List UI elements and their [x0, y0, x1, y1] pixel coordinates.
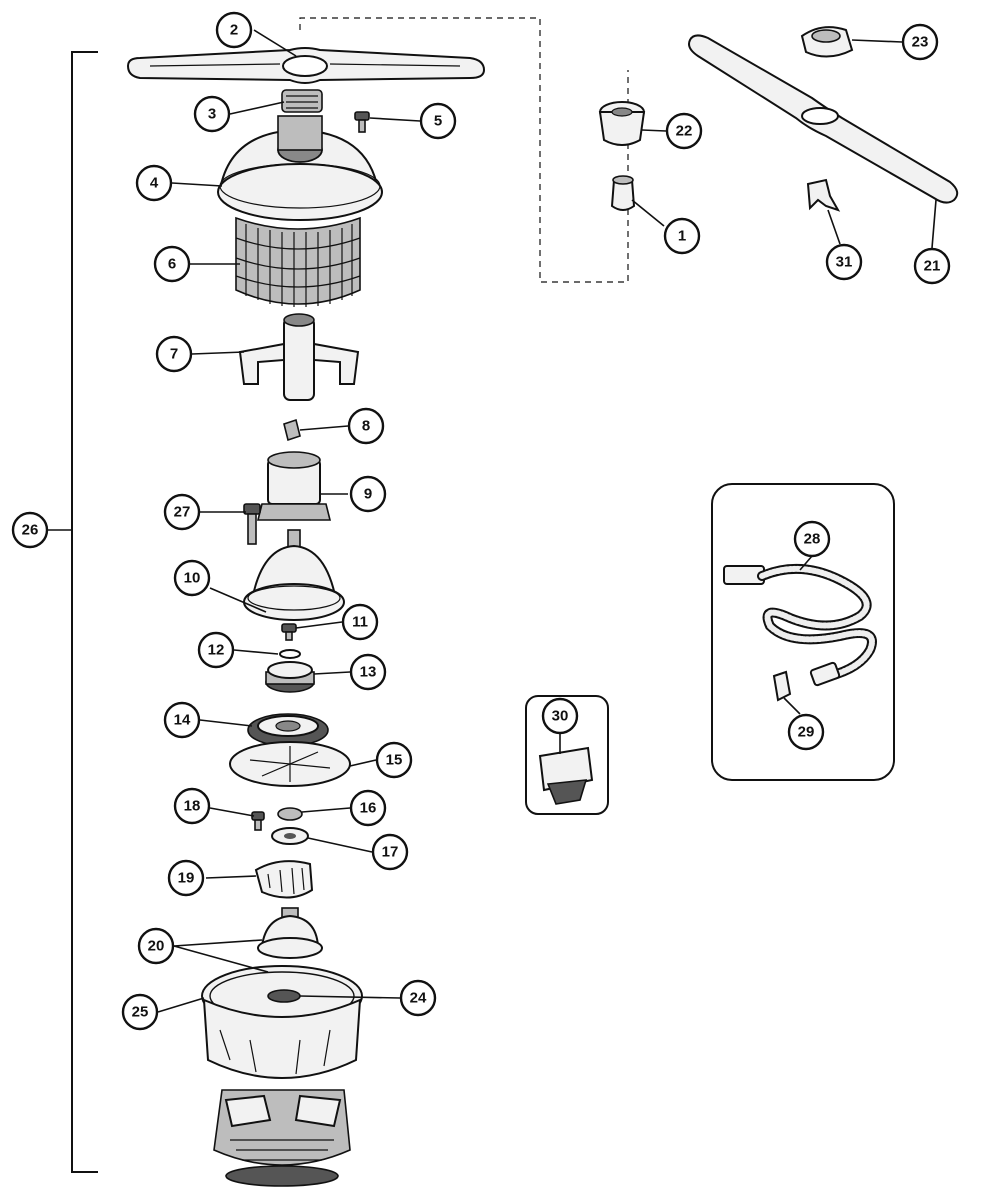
switch-inset	[525, 695, 609, 815]
callout-label: 23	[912, 34, 929, 51]
leader-lines	[157, 29, 937, 1013]
callout-27: 27	[163, 493, 201, 531]
callout-label: 4	[150, 175, 159, 192]
callout-label: 2	[230, 22, 238, 39]
callout-label: 14	[174, 712, 191, 729]
callout-23: 23	[901, 23, 939, 61]
callout-9: 9	[349, 475, 387, 513]
callout-21: 21	[913, 247, 951, 285]
callout-label: 5	[434, 113, 442, 130]
hose-inset	[711, 483, 895, 781]
callout-20: 20	[137, 927, 175, 965]
callout-label: 21	[924, 258, 941, 275]
callout-30: 30	[541, 697, 579, 735]
callout-1: 1	[663, 217, 701, 255]
callout-16: 16	[349, 789, 387, 827]
callout-label: 28	[804, 531, 821, 548]
callout-24: 24	[399, 979, 437, 1017]
callout-label: 1	[678, 228, 686, 245]
callout-5: 5	[419, 102, 457, 140]
callout-12: 12	[197, 631, 235, 669]
callout-label: 19	[178, 870, 195, 887]
callout-label: 15	[386, 752, 403, 769]
callout-6: 6	[153, 245, 191, 283]
callout-3: 3	[193, 95, 231, 133]
bushing-16	[277, 807, 303, 821]
drain-hose	[723, 563, 877, 687]
callout-label: 11	[352, 614, 368, 631]
callout-label: 17	[382, 844, 399, 861]
screw-5	[354, 111, 370, 133]
motor	[213, 1089, 351, 1187]
callout-7: 7	[155, 335, 193, 373]
nozzle-1	[610, 175, 636, 211]
callout-label: 27	[174, 504, 191, 521]
pump-plate	[229, 741, 351, 787]
callout-label: 22	[676, 123, 693, 140]
callout-26: 26	[11, 511, 49, 549]
lower-spray-arm	[126, 47, 486, 84]
callout-label: 24	[410, 990, 427, 1007]
motor-housing	[243, 529, 345, 621]
callout-25: 25	[121, 993, 159, 1031]
callout-2: 2	[215, 11, 253, 49]
callout-14: 14	[163, 701, 201, 739]
impeller-13	[265, 661, 315, 693]
callout-label: 6	[168, 256, 176, 273]
o-ring-12	[279, 649, 301, 659]
sump-assembly	[201, 965, 363, 1079]
callout-label: 12	[208, 642, 225, 659]
callout-4: 4	[135, 164, 173, 202]
callout-label: 29	[798, 724, 815, 741]
callout-28: 28	[793, 520, 831, 558]
screw-18	[251, 811, 265, 831]
washer-17	[271, 827, 309, 845]
cap-22	[598, 101, 646, 146]
callout-label: 20	[148, 938, 165, 955]
callout-label: 7	[170, 346, 178, 363]
callout-18: 18	[173, 787, 211, 825]
callout-8: 8	[347, 407, 385, 445]
connection-dashed-line	[299, 17, 629, 283]
clip-8	[283, 418, 301, 442]
filter-screen	[235, 216, 361, 307]
callout-31: 31	[825, 243, 863, 281]
callout-label: 10	[184, 570, 201, 587]
callout-label: 8	[362, 418, 370, 435]
filter-housing	[217, 115, 383, 221]
callout-22: 22	[665, 112, 703, 150]
callout-11: 11	[341, 603, 379, 641]
callout-label: 9	[364, 486, 372, 503]
callout-19: 19	[167, 859, 205, 897]
spray-arm-nut	[281, 89, 323, 113]
callout-label: 25	[132, 1004, 149, 1021]
callout-label: 3	[208, 106, 216, 123]
upper-spray-arm	[688, 34, 959, 204]
callout-10: 10	[173, 559, 211, 597]
callout-label: 16	[360, 800, 377, 817]
clip-31	[806, 178, 841, 212]
callout-13: 13	[349, 653, 387, 691]
bolt-27	[243, 503, 261, 545]
pump-cover	[238, 313, 360, 401]
callout-label: 31	[836, 254, 853, 271]
column-tube	[256, 451, 332, 521]
hose-clamp-29	[772, 670, 792, 702]
strainer-19	[254, 860, 314, 899]
callout-17: 17	[371, 833, 409, 871]
callout-label: 18	[184, 798, 201, 815]
switch-30	[538, 746, 594, 805]
callout-label: 13	[360, 664, 377, 681]
callout-label: 30	[552, 708, 569, 725]
hub-23	[800, 26, 854, 58]
screw-11	[281, 623, 297, 641]
callout-15: 15	[375, 741, 413, 779]
assembly-bracket	[46, 51, 98, 1173]
callout-label: 26	[22, 522, 39, 539]
callout-29: 29	[787, 713, 825, 751]
